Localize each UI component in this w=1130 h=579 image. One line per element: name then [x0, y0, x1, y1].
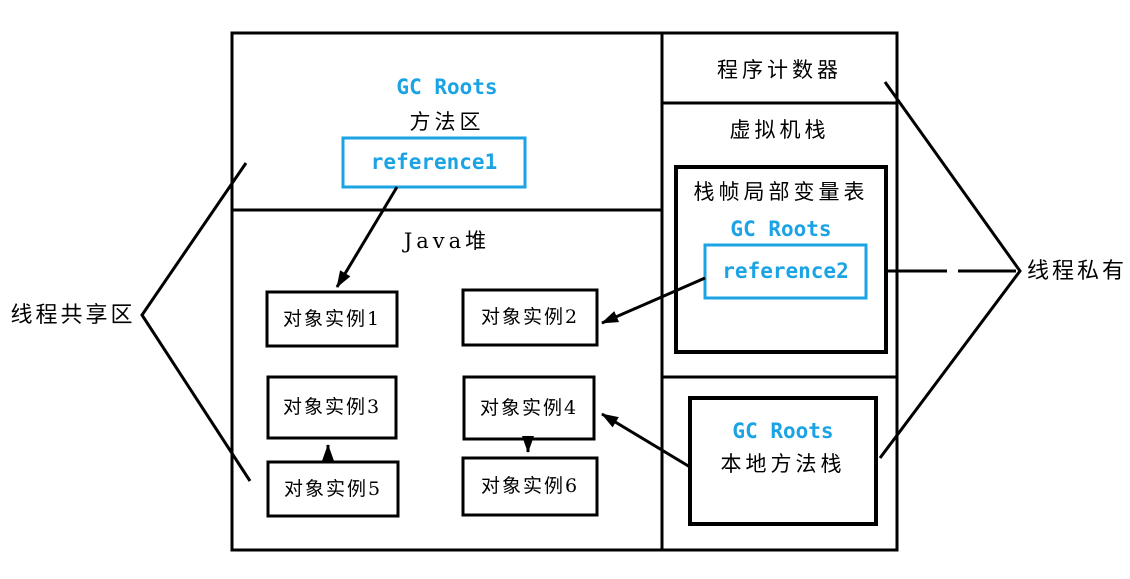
memory-outer-box	[230, 31, 899, 552]
frame-local-table-box	[674, 165, 888, 354]
object2-box	[461, 288, 599, 347]
native-method-stack-title: 本地方法栈	[720, 451, 846, 476]
object3-box	[266, 375, 398, 440]
thread-private-label: 线程私有	[1026, 259, 1127, 284]
reference2-label: reference2	[722, 259, 849, 283]
method-area-title: 方法区	[409, 109, 485, 134]
arrow-reference1-to-object1	[335, 186, 399, 288]
gc-roots-vm-stack: GC Roots	[730, 216, 832, 241]
arrow-reference2-to-object2	[601, 276, 706, 325]
gc-roots-method-area: GC Roots	[396, 74, 498, 99]
object-instance-5: 对象实例5	[283, 477, 383, 500]
frame-local-table-title: 栈帧局部变量表	[693, 179, 869, 204]
program-counter-title: 程序计数器	[717, 57, 842, 82]
thread-private-bracket	[878, 81, 1022, 459]
object-instance-4: 对象实例4	[479, 396, 579, 419]
thread-shared-label: 线程共享区	[10, 303, 136, 328]
object1-box	[265, 290, 399, 348]
object-instance-1: 对象实例1	[282, 307, 382, 330]
object-instance-6: 对象实例6	[480, 475, 580, 497]
thread-shared-bracket	[140, 162, 252, 482]
object5-box	[266, 460, 400, 518]
object-instance-3: 对象实例3	[282, 396, 382, 418]
gc-roots-native-stack: GC Roots	[732, 418, 834, 443]
vm-stack-title: 虚拟机栈	[729, 117, 830, 142]
reference1-box	[341, 136, 527, 189]
arrow-native-stack-to-object4	[601, 412, 691, 469]
reference2-box	[703, 243, 868, 300]
reference1-label: reference1	[370, 150, 498, 174]
object-instance-2: 对象实例2	[480, 306, 580, 328]
native-method-stack-box	[688, 396, 878, 526]
object6-box	[461, 456, 599, 517]
java-heap-title: Java堆	[403, 228, 491, 253]
